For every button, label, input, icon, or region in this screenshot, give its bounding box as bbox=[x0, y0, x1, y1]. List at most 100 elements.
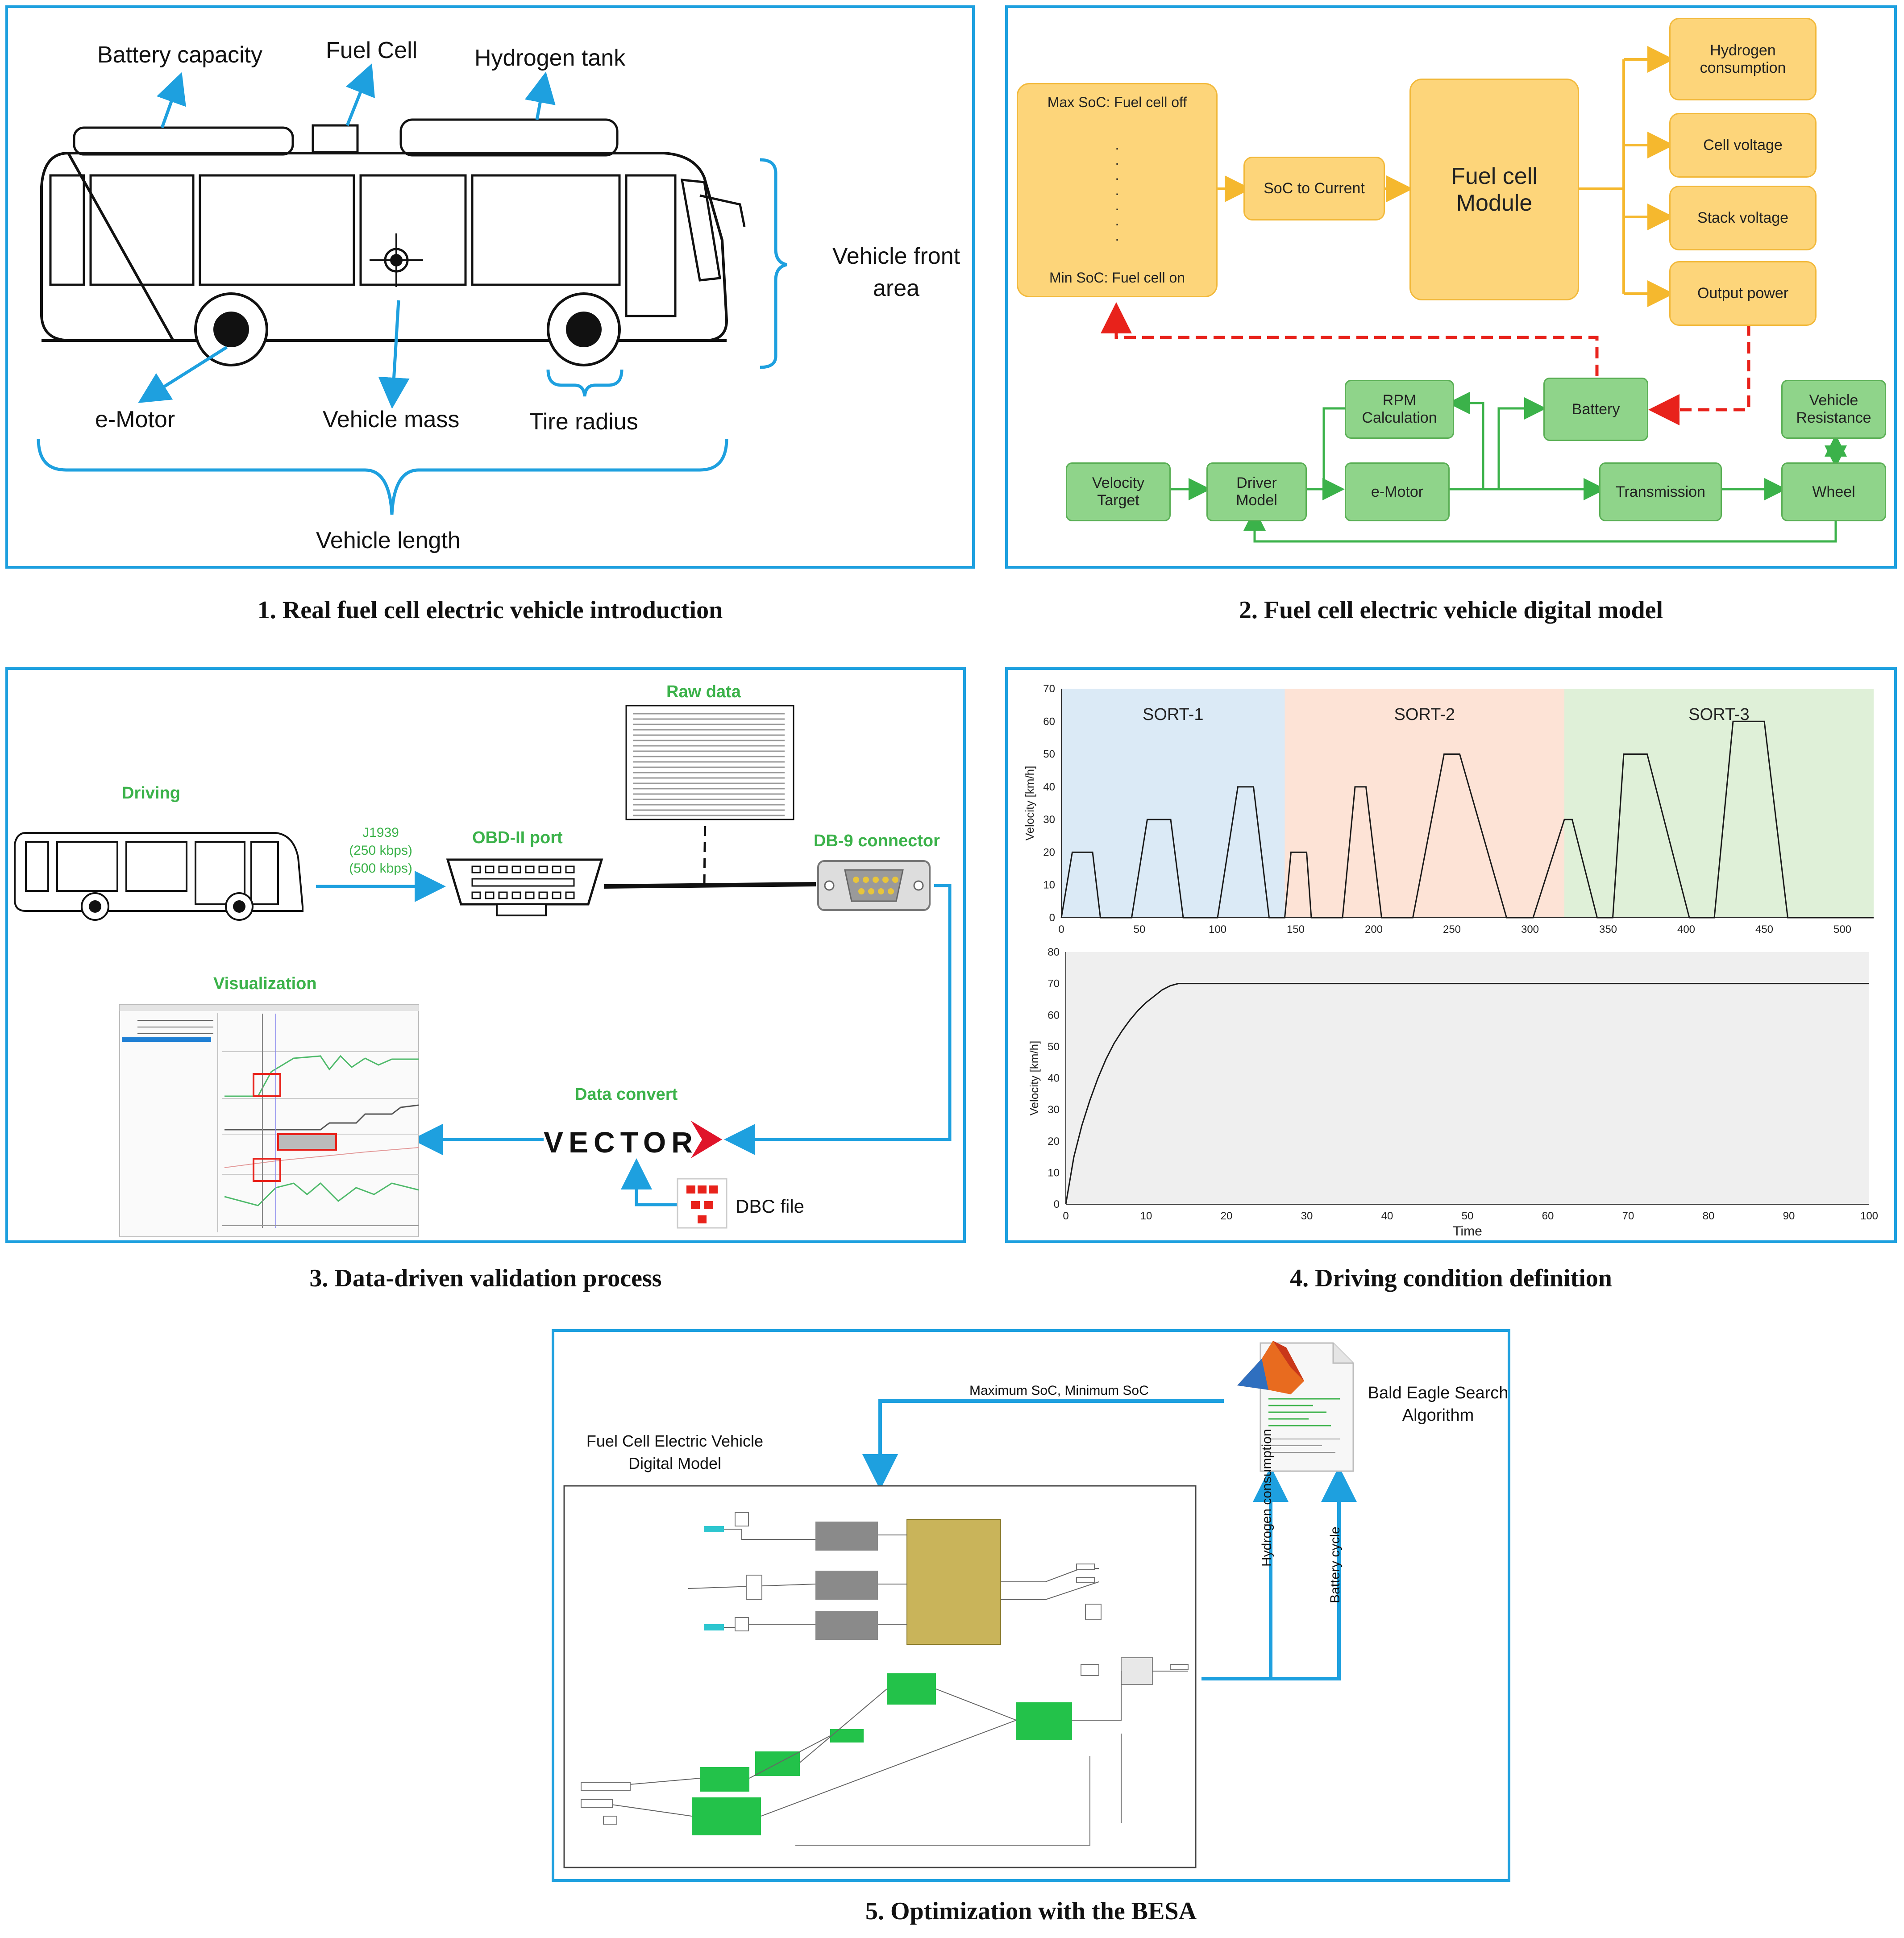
x-tick-label: 60 bbox=[1542, 1210, 1554, 1222]
y-tick-label: 40 bbox=[1043, 781, 1055, 793]
y-tick-label: 10 bbox=[1043, 879, 1055, 891]
x-tick-label: 10 bbox=[1140, 1210, 1152, 1222]
y-tick-label: 0 bbox=[1049, 912, 1055, 924]
series-line bbox=[1060, 720, 1874, 919]
region-band bbox=[1061, 689, 1285, 918]
x-tick-label: 250 bbox=[1443, 923, 1461, 936]
rpm-line-2: Calculation bbox=[1362, 409, 1437, 426]
rate-250-text: (250 kbps) bbox=[349, 843, 412, 858]
panel-vehicle-introduction: Battery capacity Fuel Cell Hydrogen tank… bbox=[5, 5, 975, 569]
rpm-line-1: RPM bbox=[1382, 392, 1417, 409]
output-power-box: Output power bbox=[1669, 261, 1817, 326]
y-tick-label: 50 bbox=[1048, 1041, 1060, 1053]
hydrogen-consumption-label: Hydrogen consumption bbox=[1260, 1429, 1274, 1567]
battery-capacity-label: Battery capacity bbox=[97, 42, 262, 68]
driver-model-box: Driver Model bbox=[1206, 462, 1307, 521]
soc-threshold-box: Max SoC: Fuel cell off ....... Min SoC: … bbox=[1017, 83, 1218, 297]
battery-box: Battery bbox=[1543, 378, 1648, 441]
soc-to-current-box: SoC to Current bbox=[1243, 157, 1385, 220]
vehicle-resistance-box: Vehicle Resistance bbox=[1781, 380, 1886, 439]
y-axis-label: Velocity [km/h] bbox=[1027, 1041, 1041, 1116]
x-tick-label: 350 bbox=[1599, 923, 1617, 936]
soc-min-label: Min SoC: Fuel cell on bbox=[1049, 270, 1185, 286]
y-tick-label: 70 bbox=[1043, 683, 1055, 695]
front-area-line-2: area bbox=[873, 275, 920, 301]
besa-label: Bald Eagle Search Algorithm bbox=[1362, 1382, 1514, 1426]
soc-dot: . bbox=[1115, 137, 1119, 153]
driver-model-line-2: Model bbox=[1236, 492, 1277, 509]
x-tick-label: 80 bbox=[1703, 1210, 1715, 1222]
hydrogen-line-1: Hydrogen bbox=[1710, 42, 1776, 59]
soc-dot: . bbox=[1115, 152, 1119, 168]
series-line bbox=[1065, 983, 1869, 1205]
raw-data-title: Raw data bbox=[666, 682, 741, 701]
y-tick-label: 30 bbox=[1048, 1104, 1060, 1116]
panel-digital-model: Max SoC: Fuel cell off ....... Min SoC: … bbox=[1005, 5, 1897, 569]
panel-validation-process: Driving J1939 (250 kbps) (500 kbps) OBD-… bbox=[5, 667, 966, 1243]
x-tick-label: 200 bbox=[1365, 923, 1383, 936]
y-tick-label: 80 bbox=[1048, 947, 1060, 958]
y-tick-label: 20 bbox=[1043, 846, 1055, 858]
model-connections bbox=[1101, 46, 1847, 543]
max-min-soc-label: Maximum SoC, Minimum SoC bbox=[969, 1383, 1149, 1398]
fuel-cell-module-box: Fuel cell Module bbox=[1409, 79, 1579, 300]
visualization-title: Visualization bbox=[213, 974, 317, 993]
model-line-2: Digital Model bbox=[628, 1454, 722, 1472]
front-area-line-1: Vehicle front bbox=[832, 243, 960, 269]
soc-max-label: Max SoC: Fuel cell off bbox=[1047, 94, 1187, 110]
x-tick-label: 40 bbox=[1381, 1210, 1393, 1222]
wheel-box: Wheel bbox=[1781, 462, 1886, 521]
x-tick-label: 0 bbox=[1058, 923, 1064, 936]
e-motor-label: e-Motor bbox=[95, 407, 175, 433]
e-motor-box: e-Motor bbox=[1345, 462, 1450, 521]
hydrogen-consumption-box: Hydrogen consumption bbox=[1669, 18, 1817, 100]
j1939-text: J1939 bbox=[362, 825, 399, 840]
x-tick-label: 30 bbox=[1301, 1210, 1313, 1222]
x-tick-label: 400 bbox=[1677, 923, 1695, 936]
x-axis-label: Time bbox=[1453, 1224, 1482, 1239]
velocity-target-line-2: Target bbox=[1097, 492, 1139, 509]
dbc-file-label: DBC file bbox=[736, 1196, 805, 1217]
plot-area bbox=[1066, 952, 1869, 1204]
velocity-target-line-1: Velocity bbox=[1092, 474, 1145, 491]
x-tick-label: 500 bbox=[1833, 923, 1851, 936]
region-label: SORT-1 bbox=[1143, 705, 1204, 724]
y-tick-label: 50 bbox=[1043, 749, 1055, 761]
velocity-target-box: Velocity Target bbox=[1066, 462, 1171, 521]
hydrogen-line-2: consumption bbox=[1700, 59, 1786, 76]
bus-diagram bbox=[37, 63, 787, 515]
x-tick-label: 50 bbox=[1462, 1210, 1474, 1222]
tire-radius-label: Tire radius bbox=[529, 409, 638, 435]
db9-title: DB-9 connector bbox=[814, 832, 940, 850]
y-tick-label: 70 bbox=[1048, 978, 1060, 990]
panel-besa-optimization: Maximum SoC, Minimum SoC Bald Eagle Sear… bbox=[552, 1329, 1510, 1882]
caption-3: 3. Data-driven validation process bbox=[309, 1264, 662, 1292]
driving-title: Driving bbox=[122, 784, 180, 803]
x-tick-label: 0 bbox=[1063, 1210, 1068, 1222]
hydrogen-tank-label: Hydrogen tank bbox=[474, 45, 626, 71]
soc-dot: . bbox=[1115, 167, 1119, 183]
soc-dot: . bbox=[1115, 197, 1119, 213]
stack-voltage-box: Stack voltage bbox=[1669, 186, 1817, 250]
caption-2: 2. Fuel cell electric vehicle digital mo… bbox=[1239, 596, 1663, 624]
x-tick-label: 100 bbox=[1860, 1210, 1878, 1222]
cell-voltage-box: Cell voltage bbox=[1669, 113, 1817, 178]
y-tick-label: 0 bbox=[1054, 1198, 1060, 1210]
region-label: SORT-2 bbox=[1394, 705, 1455, 724]
rpm-calculation-box: RPM Calculation bbox=[1345, 380, 1454, 439]
caption-1: 1. Real fuel cell electric vehicle intro… bbox=[257, 596, 723, 624]
fuel-cell-label: Fuel Cell bbox=[326, 37, 418, 63]
x-tick-label: 100 bbox=[1209, 923, 1226, 936]
x-tick-label: 300 bbox=[1521, 923, 1539, 936]
vehicle-mass-label: Vehicle mass bbox=[323, 407, 460, 433]
rate-500-text: (500 kbps) bbox=[349, 861, 412, 876]
x-tick-label: 70 bbox=[1622, 1210, 1634, 1222]
y-axis-label: Velocity [km/h] bbox=[1023, 766, 1036, 841]
data-convert-title: Data convert bbox=[575, 1085, 678, 1104]
besa-line-1: Bald Eagle Search bbox=[1368, 1384, 1509, 1402]
battery-cycle-label: Battery cycle bbox=[1328, 1526, 1343, 1603]
y-tick-label: 20 bbox=[1048, 1135, 1060, 1148]
